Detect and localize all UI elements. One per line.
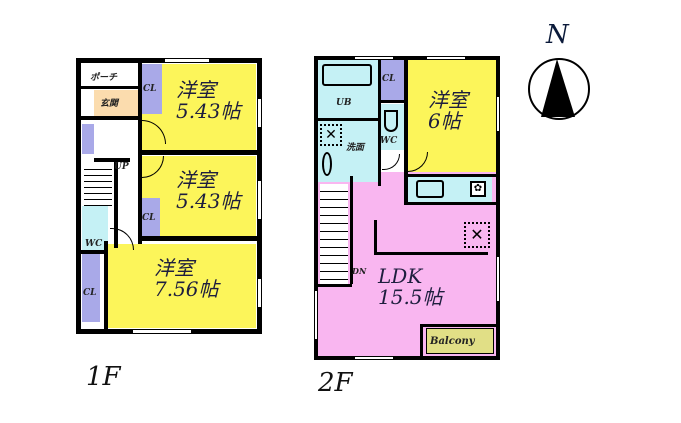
label-bedroom-1: 洋室 5.43帖: [176, 80, 241, 122]
window: [257, 278, 262, 308]
window: [354, 56, 394, 60]
stove-icon: ✿: [470, 181, 486, 197]
washbasin-icon: [322, 152, 332, 176]
room-bedroom-1f-3: [108, 244, 256, 328]
floor-plan-1f: ポーチ 玄関 CL CL CL WC UP 洋室 5.43帖 洋室 5.43帖 …: [76, 58, 262, 334]
window: [314, 290, 318, 340]
label-washroom: 洗面: [346, 143, 365, 153]
label-stairs-up: UP: [114, 162, 129, 172]
bathtub-icon: [322, 64, 372, 86]
label-bath: UB: [336, 98, 352, 108]
closet-1f-2: [140, 198, 160, 236]
label-toilet: WC: [85, 239, 103, 249]
room-name: LDK: [378, 264, 423, 288]
window: [496, 256, 500, 302]
closet-2f: [378, 60, 404, 100]
room-size: 15.5帖: [378, 285, 443, 309]
door-swing: [382, 154, 400, 170]
toilet-icon: [384, 110, 398, 132]
door-swing: [110, 228, 134, 250]
window: [257, 98, 262, 128]
room-name: 洋室: [176, 78, 216, 102]
compass-arrow-icon: [528, 58, 590, 120]
label-closet: CL: [382, 74, 396, 84]
room-toilet-1f: [82, 206, 108, 250]
room-name: 洋室: [428, 88, 468, 112]
room-size: 5.43帖: [176, 99, 241, 123]
room-name: 洋室: [176, 168, 216, 192]
room-name: 洋室: [154, 256, 194, 280]
closet-1f-1: [140, 64, 162, 114]
window: [496, 96, 500, 132]
label-porch: ポーチ: [90, 73, 118, 83]
label-bedroom-3: 洋室 7.56帖: [154, 258, 219, 300]
label-bedroom-2f: 洋室 6帖: [428, 90, 468, 132]
closet-1f-3: [82, 254, 100, 322]
label-closet-1: CL: [143, 84, 157, 94]
window: [257, 180, 262, 220]
label-ldk: LDK 15.5帖: [378, 266, 443, 308]
window: [132, 329, 192, 334]
stairs-1f: [84, 164, 112, 206]
room-bath: [318, 60, 378, 120]
window: [164, 58, 210, 63]
floor-label-2f: 2F: [318, 368, 353, 398]
room-size: 6帖: [428, 109, 461, 133]
label-stairs-down: DN: [352, 266, 367, 276]
label-balcony: Balcony: [430, 336, 475, 347]
room-size: 7.56帖: [154, 277, 219, 301]
stairs-2f: [320, 184, 348, 284]
label-closet-2: CL: [142, 213, 156, 223]
label-toilet: WC: [380, 136, 398, 146]
north-compass: N: [524, 20, 594, 120]
window: [354, 356, 394, 360]
label-closet-3: CL: [83, 288, 97, 298]
storage-1f: [82, 124, 94, 154]
label-bedroom-2: 洋室 5.43帖: [176, 170, 241, 212]
sink-icon: [416, 180, 444, 198]
compass-north-label: N: [546, 20, 569, 50]
floor-plan-2f: ✿ ✕ ✕ UB 洗面 CL WC DN Balcony 洋室 6帖 LDK 1…: [314, 56, 500, 360]
window: [426, 56, 466, 60]
label-entrance: 玄関: [100, 99, 119, 109]
washer-space-icon: ✕: [320, 124, 342, 146]
room-balcony: [426, 328, 494, 354]
floor-label-1f: 1F: [86, 362, 121, 392]
room-entrance: [94, 90, 140, 116]
fridge-space-icon: ✕: [464, 222, 490, 248]
room-size: 5.43帖: [176, 189, 241, 213]
